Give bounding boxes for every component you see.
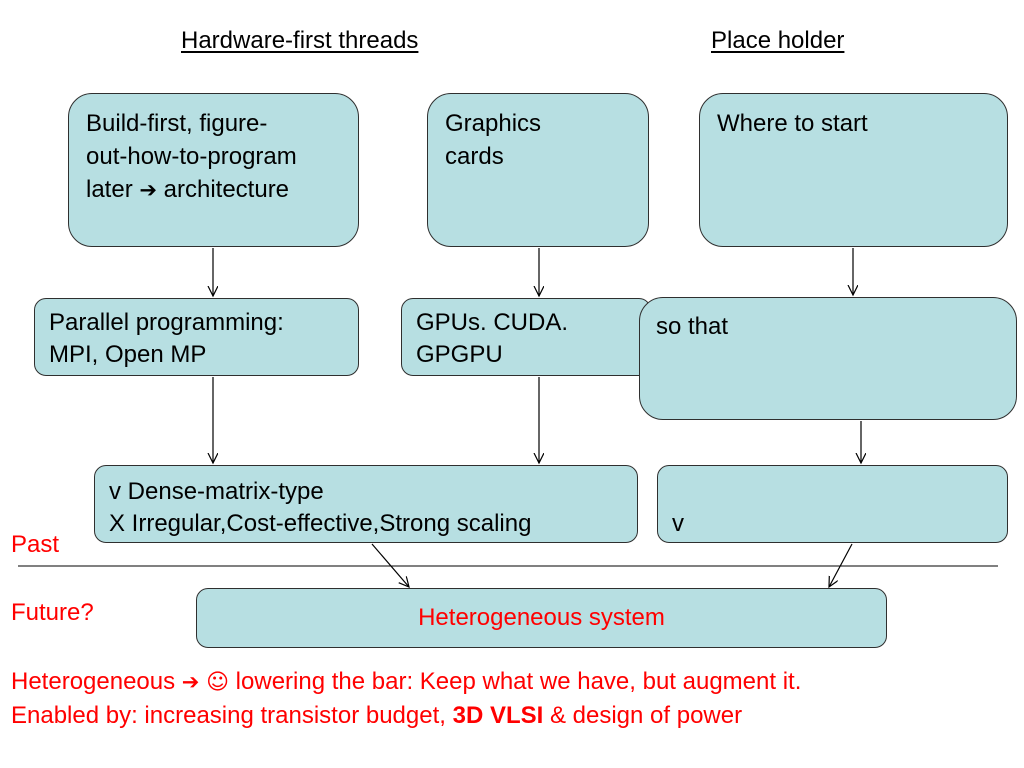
bottom-line-1-pre: Heterogeneous [11, 668, 182, 695]
right-arrow-icon: ➔ [181, 670, 200, 694]
box-dense-matrix: v Dense-matrix-type X Irregular,Cost-eff… [94, 465, 638, 543]
box-where-to-start: Where to start [699, 93, 1008, 247]
box-heterogeneous-system: Heterogeneous system [196, 588, 887, 648]
box-so-that: so that [639, 297, 1017, 420]
box-heterogeneous-system-label: Heterogeneous system [418, 604, 665, 631]
box-gpus-cuda-line2: GPGPU [416, 341, 503, 368]
architecture-text: architecture [156, 176, 290, 203]
bottom-line-1-post: lowering the bar: Keep what we have, but… [229, 668, 802, 695]
bottom-line-2-pre: Enabled by: increasing transistor budget… [11, 702, 453, 729]
label-future: Future? [11, 599, 94, 626]
bottom-line-1: Heterogeneous ➔ ☺ lowering the bar: Keep… [11, 670, 801, 694]
box-graphics-cards-line2: cards [445, 143, 504, 170]
box-build-first-line2: out-how-to-program [86, 143, 297, 170]
box-v-line1: v [672, 510, 684, 537]
box-gpus-cuda-line1: GPUs. CUDA. [416, 309, 569, 336]
box-graphics-cards: Graphics cards [427, 93, 649, 247]
bottom-line-2-bold: 3D VLSI [452, 702, 544, 729]
box-dense-matrix-line1: v Dense-matrix-type [109, 478, 324, 505]
box-parallel-programming-line1: Parallel programming: [49, 309, 284, 336]
box-so-that-line1: so that [656, 313, 729, 340]
box-parallel-programming-line2: MPI, Open MP [49, 341, 207, 368]
later-text: later [86, 176, 140, 203]
box-graphics-cards-line1: Graphics [445, 110, 542, 137]
smiley-icon: ☺ [206, 670, 230, 695]
bottom-line-2: Enabled by: increasing transistor budget… [11, 704, 742, 728]
box-v: v [657, 465, 1008, 543]
box-where-to-start-line1: Where to start [717, 110, 868, 137]
arrow-v-to-heterogeneous [829, 543, 853, 587]
label-past: Past [11, 531, 60, 558]
box-build-first-line3: later ➔ architecture [86, 173, 341, 207]
box-dense-matrix-line2: X Irregular,Cost-effective,Strong scalin… [109, 510, 532, 537]
bottom-line-2-post: & design of power [543, 702, 743, 729]
arrow-dense-to-heterogeneous [371, 543, 409, 587]
box-parallel-programming: Parallel programming: MPI, Open MP [34, 298, 359, 376]
right-arrow-icon: ➔ [139, 178, 157, 202]
heading-place-holder: Place holder [711, 27, 845, 54]
box-gpus-cuda: GPUs. CUDA. GPGPU [401, 298, 651, 376]
heading-hardware-first-threads: Hardware-first threads [181, 27, 419, 54]
box-build-first: Build-first, figure- out-how-to-program … [68, 93, 359, 247]
box-build-first-line1: Build-first, figure- [86, 110, 268, 137]
